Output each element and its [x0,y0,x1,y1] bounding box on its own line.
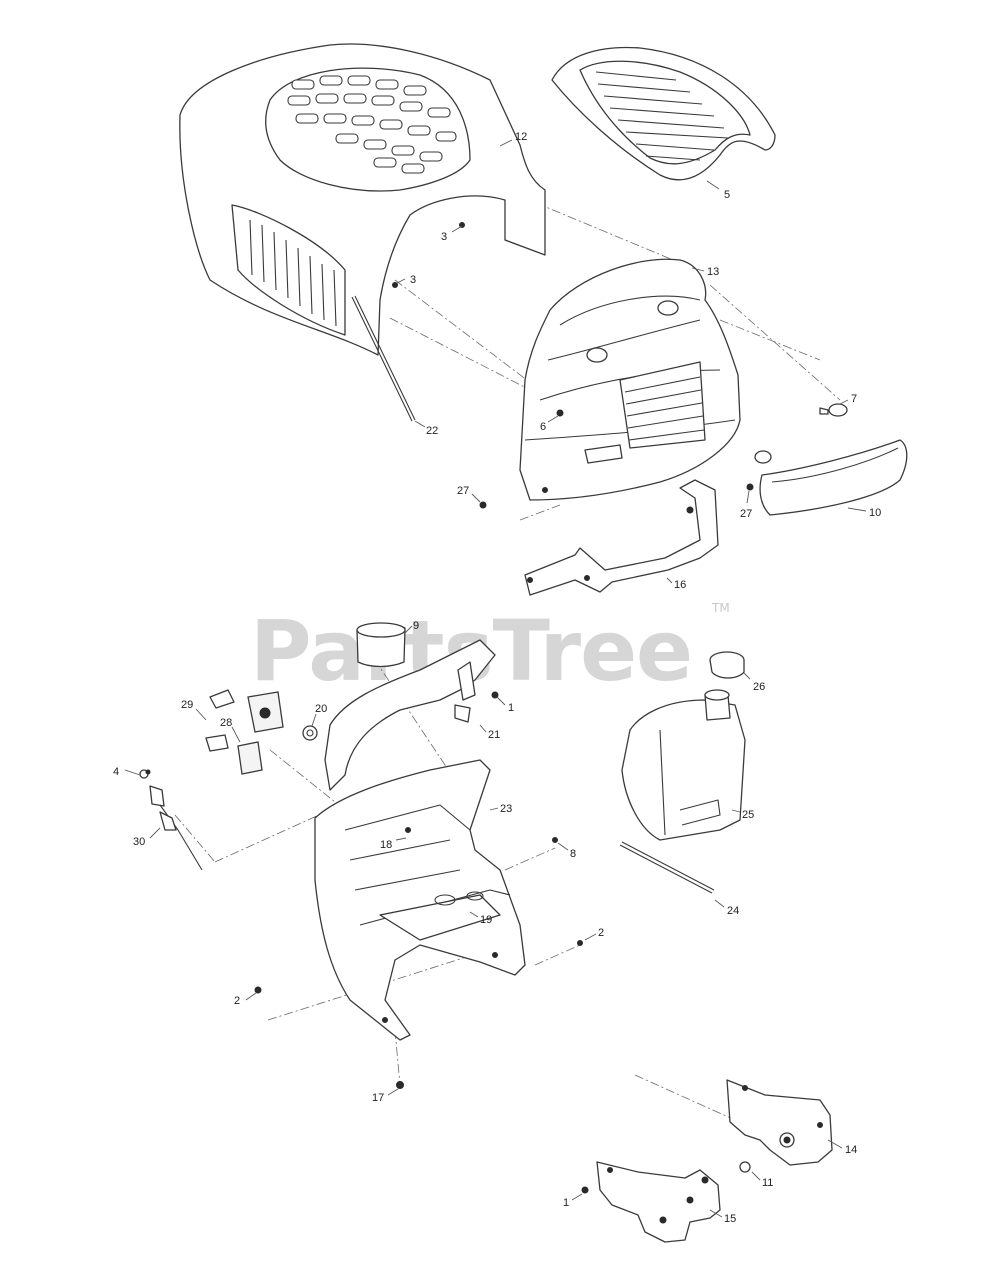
callout-29: 29 [181,699,193,711]
bracket-part-14 [726,1079,833,1166]
lever-part-30 [139,769,203,871]
callout-23: 23 [500,803,512,815]
bracket-part-15 [596,1161,721,1243]
callout-13: 13 [707,266,719,278]
switch-part-28 [237,691,284,775]
fasteners [145,222,754,1194]
callout-7: 7 [851,393,857,405]
callout-17: 17 [372,1092,384,1104]
callout-22: 22 [426,425,438,437]
callout-2b: 2 [234,995,240,1007]
front-grille-part-13 [519,258,741,501]
callout-labels: 12 5 3 3 13 7 22 6 27 27 10 16 9 26 29 2… [113,131,881,1225]
callout-leaders [124,139,867,1218]
callout-24: 24 [727,905,739,917]
assembly-lines [174,189,841,1139]
callout-25: 25 [742,809,754,821]
callout-28: 28 [220,717,232,729]
fuel-line-part-24 [619,841,715,894]
callout-18: 18 [380,839,392,851]
callout-6: 6 [540,421,546,433]
callout-12: 12 [515,131,527,143]
callout-19: 19 [480,914,492,926]
grille-insert-part-5 [551,46,776,181]
callout-27a: 27 [457,485,469,497]
callout-9: 9 [413,620,419,632]
bushing-part-20 [302,725,318,741]
bumper-part-10 [759,439,908,516]
callout-15: 15 [724,1213,736,1225]
callout-20: 20 [315,703,327,715]
tie-strap-part-22 [351,295,416,422]
callout-10: 10 [869,507,881,519]
callout-26: 26 [753,681,765,693]
callout-11: 11 [762,1177,773,1189]
callout-3a: 3 [441,231,447,243]
callout-4: 4 [113,766,119,778]
callout-8: 8 [570,848,576,860]
callout-3b: 3 [410,274,416,286]
bracket-part-16 [524,479,719,596]
callout-1a: 1 [508,702,514,714]
fuel-tank-part-25 [621,689,746,841]
callout-1b: 1 [563,1197,569,1209]
callout-14: 14 [845,1144,857,1156]
key-part-29 [205,689,235,752]
dash-housing-part-23 [314,759,526,1041]
callout-16: 16 [674,579,686,591]
dash-cap-part-9 [356,622,406,668]
callout-27b: 27 [740,508,752,520]
callout-21: 21 [488,729,500,741]
callout-30: 30 [133,836,145,848]
fuel-cap-part-26 [709,651,745,679]
hood-part-12 [179,43,546,356]
fastener-part-7 [754,403,848,464]
callout-2a: 2 [598,927,604,939]
dash-panel-part-21 [324,639,496,791]
watermark-trademark: TM [711,601,730,615]
callout-5: 5 [724,189,730,201]
